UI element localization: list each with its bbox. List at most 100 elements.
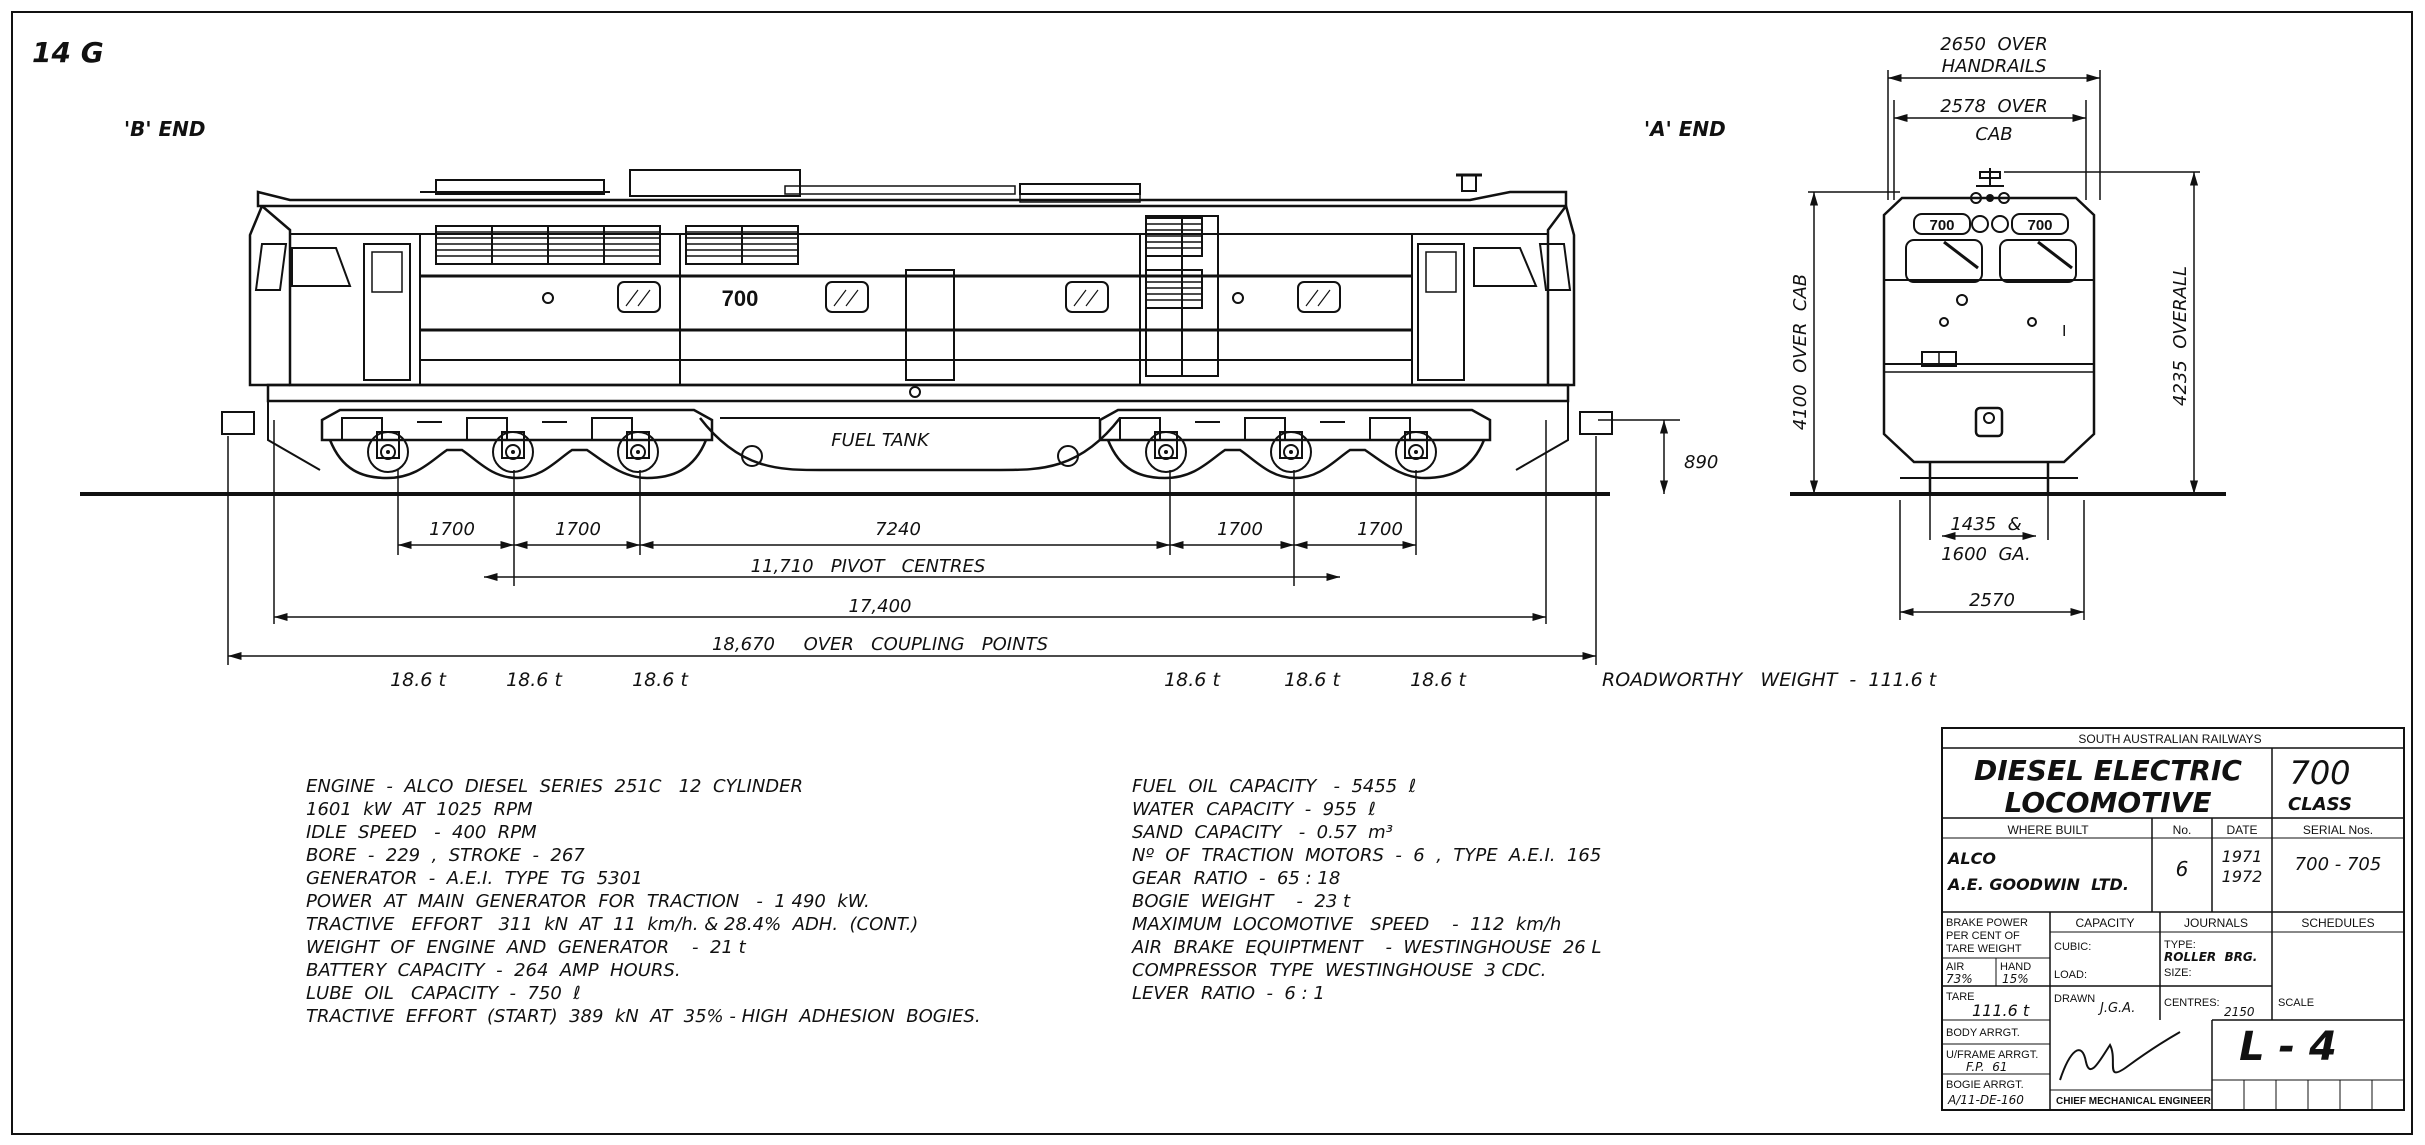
front-mark: I [2062,323,2066,340]
brake-power-1: BRAKE POWER [1946,917,2028,929]
dim-frame-length: 17,400 [849,596,912,617]
title-line-2: LOCOMOTIVE [2005,786,2212,819]
tare-label: TARE [1946,991,1975,1003]
spec-right-9: LEVER RATIO - 6 : 1 [1132,983,1325,1004]
spec-left-4: GENERATOR - A.E.I. TYPE TG 5301 [306,868,643,889]
roof-outline [256,190,1568,208]
spec-left-10: TRACTIVE EFFORT (START) 389 kN AT 35% - … [306,1006,981,1027]
brake-power-3: TARE WEIGHT [1946,943,2022,955]
body-arrgt: BODY ARRGT. [1946,1027,2020,1039]
b-end-bogie [322,410,712,478]
cubic-label: CUBIC: [2054,941,2091,953]
side-elevation: 700 FUEL TANK [80,169,1613,496]
class-number: 700 [2289,754,2350,792]
builder-1: ALCO [1946,849,1996,868]
axle-load-5: 18.6 t [1284,669,1341,691]
dim-1700-d: 1700 [1357,519,1403,540]
uframe-value: F.P. 61 [1966,1060,2007,1074]
centres-label: CENTRES: [2164,997,2220,1009]
size-label: SIZE: [2164,967,2192,979]
dim-cab-1: 2578 OVER [1940,96,2048,117]
spec-left-2: IDLE SPEED - 400 RPM [306,822,537,843]
class-label: CLASS [2288,794,2352,815]
windscreen-left [1905,239,1983,283]
dim-1700-b: 1700 [555,519,601,540]
dim-890: 890 [1684,452,1718,473]
side-number: 700 [722,286,759,311]
where-built-header: WHERE BUILT [2007,823,2089,837]
capacity-header: CAPACITY [2075,916,2134,930]
drawn-value: J.G.A. [2097,1001,2135,1016]
a-end-cab-door [1417,243,1465,381]
spec-right-0: FUEL OIL CAPACITY - 5455 ℓ [1132,776,1416,797]
scale-label: SCALE [2278,997,2314,1009]
builder-2: A.E. GOODWIN LTD. [1946,875,2129,894]
spec-right-8: COMPRESSOR TYPE WESTINGHOUSE 3 CDC. [1132,960,1546,981]
title-block-text: SOUTH AUSTRALIAN RAILWAYS DIESEL ELECTRI… [1946,732,2381,1107]
a-end-bogie [1100,410,1490,478]
uframe-arrgt: U/FRAME ARRGT. [1946,1049,2038,1061]
specs-right: FUEL OIL CAPACITY - 5455 ℓ WATER CAPACIT… [1131,776,1602,1004]
b-end-label: 'B' END [124,117,205,141]
underframe [266,383,1570,403]
spec-right-4: GEAR RATIO - 65 : 18 [1132,868,1340,889]
end-coupler [1974,406,2004,438]
journals-header: JOURNALS [2184,916,2248,930]
dim-gauge-1: 1435 & [1950,514,2021,535]
date-header: DATE [2226,823,2257,837]
no-header: No. [2173,823,2192,837]
axle-loads: 18.6 t 18.6 t 18.6 t 18.6 t 18.6 t 18.6 … [390,669,1938,691]
bogie-arrgt: BOGIE ARRGT. [1946,1079,2024,1091]
sheet-border [11,11,2413,1135]
cme-label: CHIEF MECHANICAL ENGINEER [2056,1096,2212,1107]
serial-header: SERIAL Nos. [2303,823,2373,837]
spec-left-8: BATTERY CAPACITY - 264 AMP HOURS. [306,960,681,981]
dim-7240: 7240 [875,519,921,540]
roadworthy-weight: ROADWORTHY WEIGHT - 111.6 t [1602,669,1938,691]
dim-cab-2: CAB [1975,124,2012,145]
side-dimensions: 1700 1700 7240 1700 1700 11,710 PIVOT CE… [227,419,1718,665]
dim-gauge-2: 1600 GA. [1941,544,2031,565]
type-value: ROLLER BRG. [2164,950,2257,964]
bogie-value: A/11-DE-160 [1947,1093,2024,1107]
dim-handrails-1: 2650 OVER [1940,34,2048,55]
centres-value: 2150 [2224,1005,2255,1019]
b-end-cab-door [363,243,411,381]
spec-left-0: ENGINE - ALCO DIESEL SERIES 251C 12 CYLI… [306,776,803,797]
railway-name: SOUTH AUSTRALIAN RAILWAYS [2078,732,2261,746]
a-end-coupler [1579,411,1613,435]
axle-load-4: 18.6 t [1164,669,1221,691]
spec-left-7: WEIGHT OF ENGINE AND GENERATOR - 21 t [306,937,747,958]
title-block [1941,727,2405,1111]
spec-left-6: TRACTIVE EFFORT 311 kN AT 11 km/h. & 28.… [306,914,918,935]
dim-pivot-centres: 11,710 PIVOT CENTRES [751,556,986,577]
date-2: 1972 [2222,867,2263,886]
spec-right-1: WATER CAPACITY - 955 ℓ [1132,799,1376,820]
spec-left-9: LUBE OIL CAPACITY - 750 ℓ [306,983,581,1004]
spec-right-3: Nº OF TRACTION MOTORS - 6 , TYPE A.E.I. … [1132,845,1601,866]
dim-1700-a: 1700 [429,519,475,540]
centre-door [905,269,955,381]
b-end-coupler [221,411,255,435]
serial-value: 700 - 705 [2295,854,2382,875]
sheet-number: 14 G [32,36,104,69]
drawn-label: DRAWN [2054,993,2095,1005]
axle-load-3: 18.6 t [632,669,689,691]
spec-left-1: 1601 kW AT 1025 RPM [306,799,533,820]
dim-2570: 2570 [1969,590,2015,611]
front-number-right: 700 [2027,217,2052,234]
axle-load-2: 18.6 t [506,669,563,691]
end-dimensions: 2650 OVER HANDRAILS 2578 OVER CAB 4100 O… [1790,34,2200,620]
dim-over-coupling: 18,670 OVER COUPLING POINTS [712,634,1048,655]
spec-right-5: BOGIE WEIGHT - 23 t [1132,891,1351,912]
dim-1700-c: 1700 [1217,519,1263,540]
drawing-number: L - 4 [2239,1024,2337,1070]
dim-handrails-2: HANDRAILS [1942,56,2047,77]
no-value: 6 [2176,857,2189,881]
axle-load-6: 18.6 t [1410,669,1467,691]
hand-value: 15% [2002,972,2029,986]
fuel-tank-label: FUEL TANK [831,430,930,451]
air-label: AIR [1946,961,1964,973]
body-outline [261,205,1567,387]
spec-right-7: AIR BRAKE EQUIPTMENT - WESTINGHOUSE 26 L [1131,937,1602,958]
